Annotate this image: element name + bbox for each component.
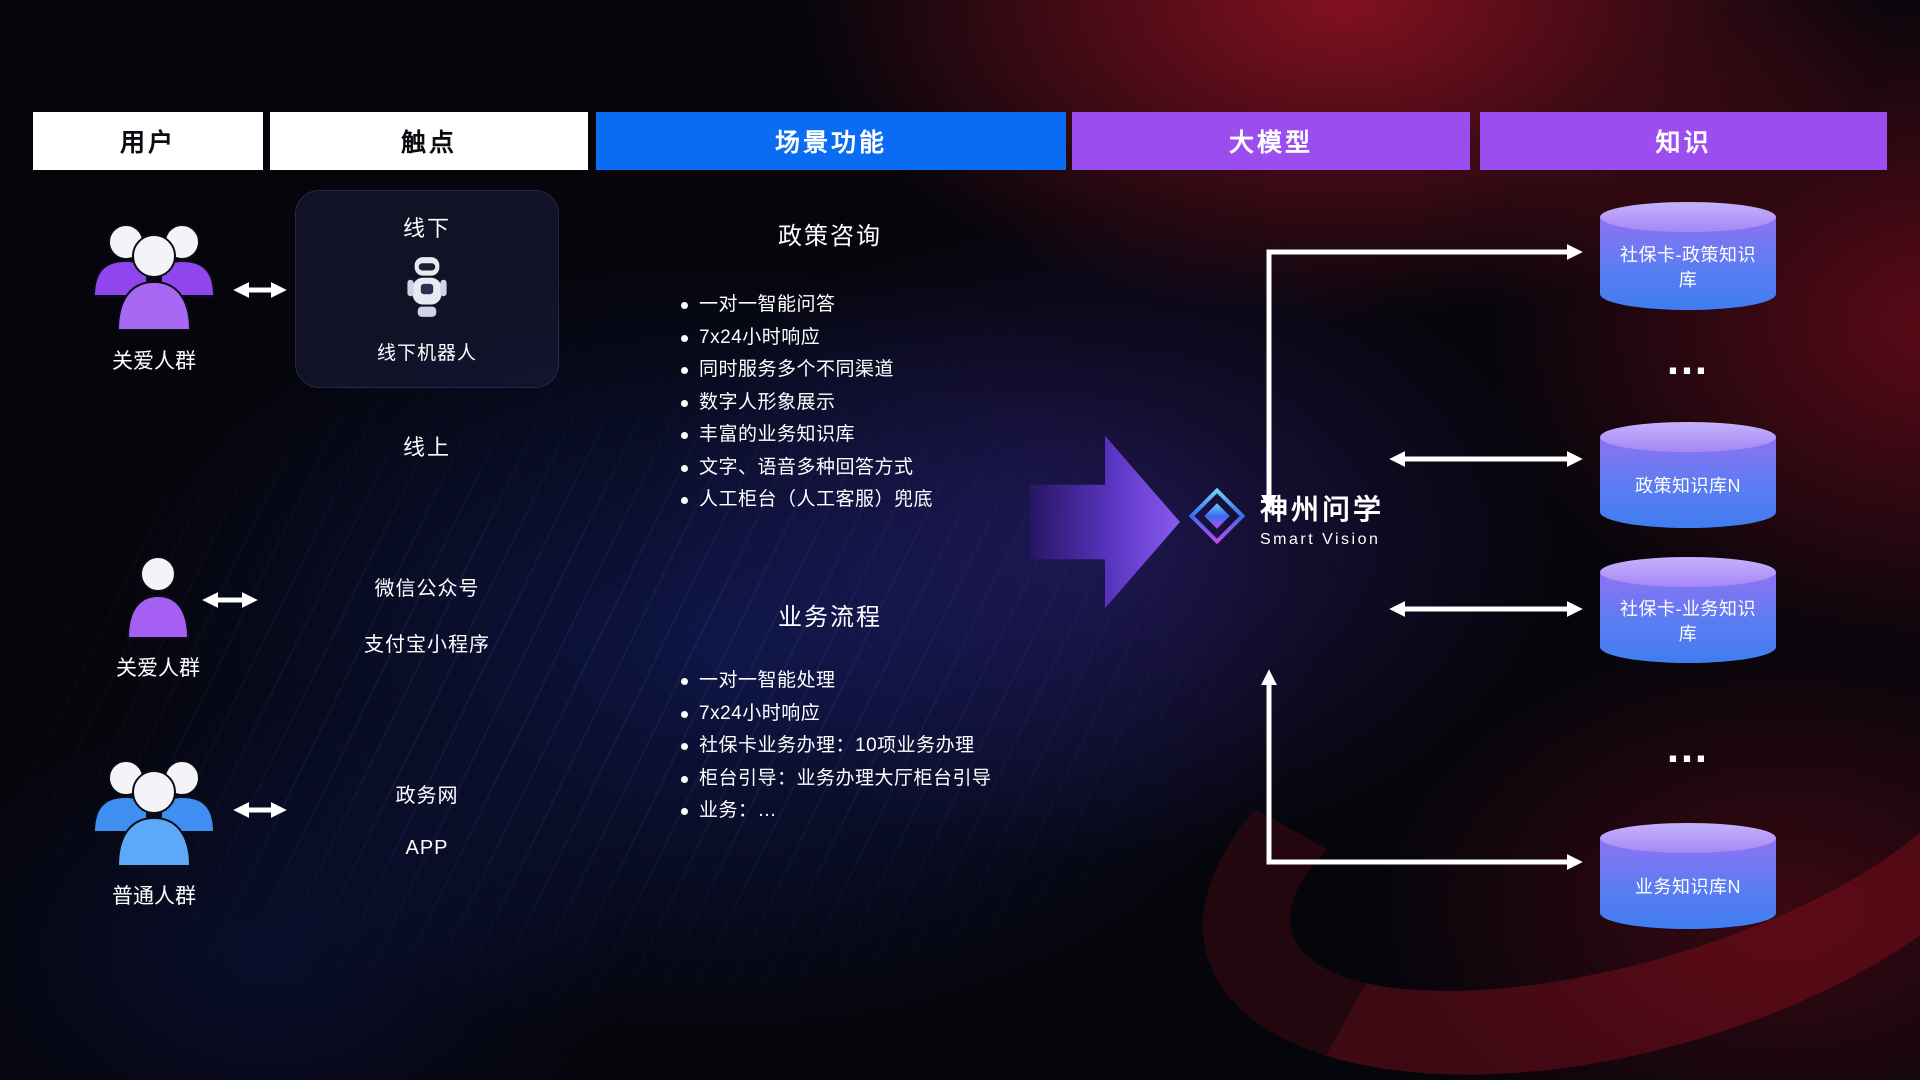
- offline-touchpoint-card: 线下 线下机器人: [295, 190, 559, 388]
- scenario-title-business: 业务流程: [778, 604, 882, 631]
- scenario-item: 文字、语音多种回答方式: [677, 452, 933, 485]
- robot-icon: [404, 255, 450, 326]
- kb-cylinder-business-sscard: 社保卡-业务知识库: [1600, 557, 1776, 663]
- kb-cylinder-policy-sscard: 社保卡-政策知识库: [1600, 202, 1776, 310]
- cylinder-top: [1600, 823, 1776, 853]
- brand-subtitle: Smart Vision: [1260, 531, 1381, 548]
- header-users: 用户: [33, 112, 263, 170]
- brand-name: 神州问学: [1260, 494, 1385, 525]
- offline-robot-label: 线下机器人: [376, 343, 477, 364]
- user-label: 关爱人群: [112, 350, 196, 373]
- scenario-item: 社保卡业务办理：10项业务办理: [677, 730, 992, 763]
- scenario-item: 柜台引导：业务办理大厅柜台引导: [677, 763, 992, 796]
- person-icon: [122, 552, 194, 649]
- brand-logo: 神州问学 Smart Vision: [1188, 487, 1384, 550]
- scenario-item: 同时服务多个不同渠道: [677, 354, 933, 387]
- scenario-item: 丰富的业务知识库: [677, 419, 933, 452]
- scenario-item: 业务：…: [677, 795, 992, 828]
- kb-cylinder-business-n: 业务知识库N: [1600, 823, 1776, 929]
- channel-gov-web: 政务网: [395, 785, 459, 807]
- kb-cylinder-policy-n: 政策知识库N: [1600, 422, 1776, 528]
- offline-title: 线下: [402, 216, 451, 241]
- scenario-business-list: 一对一智能处理 7x24小时响应 社保卡业务办理：10项业务办理 柜台引导：业务…: [677, 665, 992, 828]
- scenario-item: 人工柜台（人工客服）兜底: [677, 484, 933, 517]
- kb-label: 社保卡-政策知识库: [1600, 217, 1776, 310]
- user-label: 关爱人群: [116, 657, 200, 680]
- scenario-item: 一对一智能问答: [677, 289, 933, 322]
- scenario-policy-list: 一对一智能问答 7x24小时响应 同时服务多个不同渠道 数字人形象展示 丰富的业…: [677, 289, 933, 517]
- header-model: 大模型: [1072, 112, 1470, 170]
- cylinder-top: [1600, 557, 1776, 587]
- cylinder-top: [1600, 202, 1776, 232]
- header-knowledge: 知识: [1480, 112, 1887, 170]
- channel-wechat: 微信公众号: [374, 578, 480, 600]
- scenario-item: 7x24小时响应: [677, 698, 992, 731]
- kb-label: 业务知识库N: [1600, 838, 1776, 929]
- cylinder-top: [1600, 422, 1776, 452]
- header-scenarios: 场景功能: [596, 112, 1066, 170]
- channel-alipay: 支付宝小程序: [364, 634, 490, 656]
- scenario-item: 数字人形象展示: [677, 387, 933, 420]
- scenario-title-policy: 政策咨询: [778, 223, 882, 250]
- user-label: 普通人群: [112, 885, 196, 908]
- diamond-logo-icon: [1188, 487, 1246, 550]
- group-people-icon: [88, 752, 220, 879]
- kb-ellipsis: …: [1665, 723, 1711, 772]
- online-title: 线上: [402, 435, 451, 460]
- kb-ellipsis: …: [1665, 335, 1711, 384]
- scenario-item: 7x24小时响应: [677, 322, 933, 355]
- scenario-item: 一对一智能处理: [677, 665, 992, 698]
- kb-label: 政策知识库N: [1600, 437, 1776, 528]
- header-touchpoints: 触点: [270, 112, 588, 170]
- group-people-icon: [88, 216, 220, 343]
- channel-app: APP: [405, 837, 449, 859]
- kb-label: 社保卡-业务知识库: [1600, 572, 1776, 663]
